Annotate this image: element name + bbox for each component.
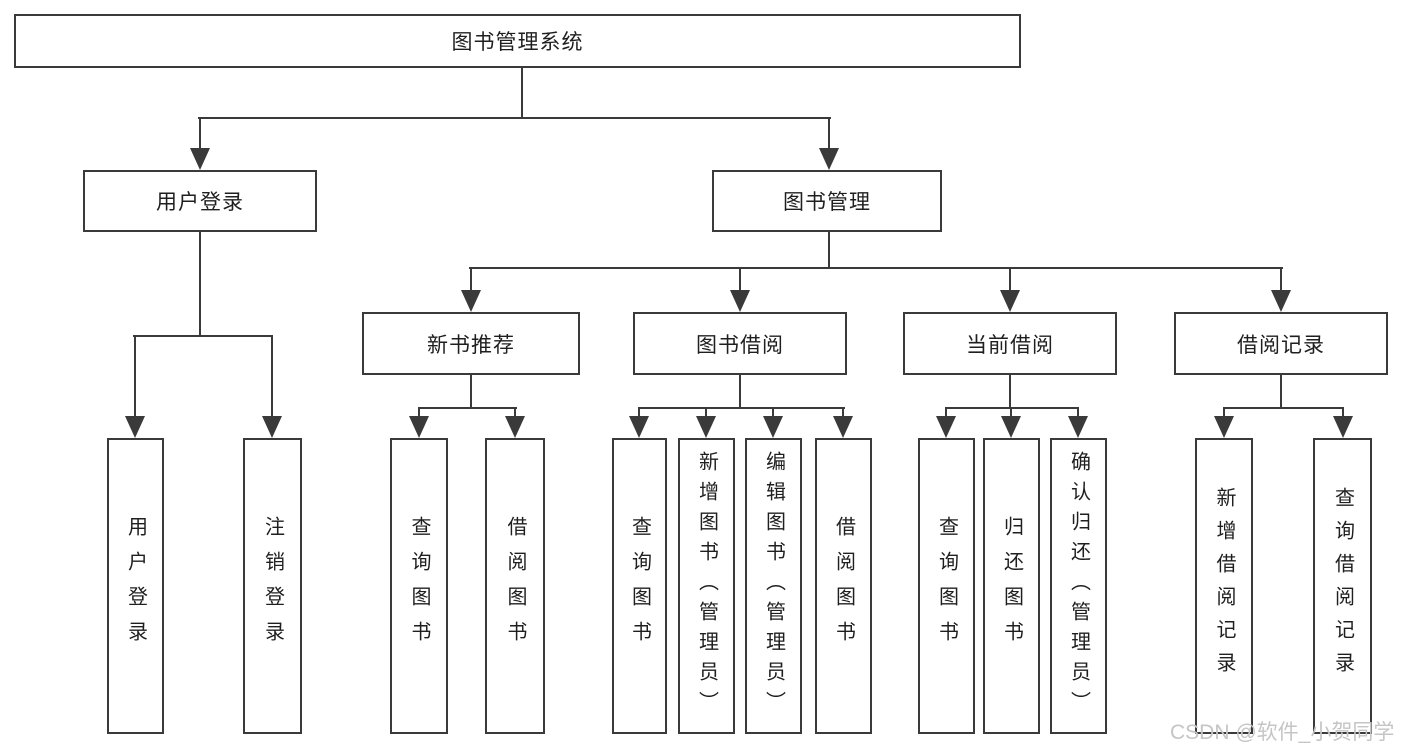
connector-line — [514, 409, 516, 419]
csdn-watermark: CSDN @软件_小贺同学 — [1170, 721, 1395, 744]
node-root-label: 图书管理系统 — [451, 31, 584, 54]
arrowhead-down-icon — [190, 148, 210, 170]
arrowhead-down-icon — [833, 416, 853, 438]
leaf-query-book-2-label: 查询图书 — [628, 516, 651, 656]
connector-line — [1010, 409, 1012, 419]
leaf-add-book-admin: 新增图书（管理员） — [678, 438, 735, 734]
arrowhead-down-icon — [1271, 290, 1291, 312]
leaf-add-borrow-record: 新增借阅记录 — [1195, 438, 1253, 734]
leaf-confirm-return-admin: 确认归还（管理员） — [1050, 438, 1107, 734]
connector-line — [418, 407, 517, 409]
leaf-return-book-label: 归还图书 — [1000, 516, 1023, 656]
connector-line — [418, 409, 420, 419]
arrowhead-down-icon — [409, 416, 429, 438]
connector-line — [134, 337, 136, 419]
arrowhead-down-icon — [1068, 416, 1088, 438]
connector-line — [1280, 375, 1282, 409]
connector-line — [828, 119, 830, 150]
leaf-query-book-1-label: 查询图书 — [408, 516, 430, 656]
connector-line — [469, 267, 1283, 269]
node-borrow-records-label: 借阅记录 — [1237, 333, 1325, 357]
connector-line — [638, 409, 640, 419]
leaf-logout: 注销登录 — [243, 438, 302, 734]
leaf-query-borrow-record-label: 查询借阅记录 — [1331, 487, 1354, 685]
leaf-edit-book-admin: 编辑图书（管理员） — [745, 438, 802, 734]
leaf-query-book-3-label: 查询图书 — [935, 516, 958, 656]
connector-line — [521, 68, 523, 119]
connector-line — [133, 335, 273, 337]
arrowhead-down-icon — [505, 416, 525, 438]
connector-line — [1009, 375, 1011, 409]
connector-line — [470, 375, 472, 409]
connector-line — [271, 337, 273, 419]
connector-line — [1223, 407, 1344, 409]
connector-line — [1223, 409, 1225, 419]
connector-line — [945, 407, 1079, 409]
arrowhead-down-icon — [763, 416, 783, 438]
leaf-add-book-admin-label: 新增图书（管理员） — [695, 451, 718, 721]
leaf-borrow-book-2: 借阅图书 — [815, 438, 872, 734]
leaf-query-book-2: 查询图书 — [612, 438, 667, 734]
leaf-confirm-return-admin-label: 确认归还（管理员） — [1067, 451, 1090, 721]
arrowhead-down-icon — [696, 416, 716, 438]
node-root: 图书管理系统 — [14, 14, 1021, 68]
leaf-add-borrow-record-label: 新增借阅记录 — [1213, 487, 1235, 685]
node-user-login-label: 用户登录 — [156, 191, 244, 214]
node-new-book-recommend: 新书推荐 — [362, 312, 580, 375]
arrowhead-down-icon — [262, 416, 282, 438]
connector-line — [828, 232, 830, 269]
connector-line — [470, 269, 472, 293]
node-book-borrow: 图书借阅 — [633, 312, 847, 375]
node-current-borrow-label: 当前借阅 — [966, 333, 1054, 357]
node-new-book-recommend-label: 新书推荐 — [427, 333, 515, 357]
connector-line — [739, 375, 741, 409]
arrowhead-down-icon — [1000, 290, 1020, 312]
leaf-user-login: 用户登录 — [107, 438, 164, 734]
arrowhead-down-icon — [819, 148, 839, 170]
leaf-query-borrow-record: 查询借阅记录 — [1313, 438, 1372, 734]
leaf-user-login-label: 用户登录 — [124, 516, 147, 656]
connector-line — [638, 407, 845, 409]
node-borrow-records: 借阅记录 — [1174, 312, 1388, 375]
node-book-borrow-label: 图书借阅 — [696, 333, 784, 357]
connector-line — [739, 269, 741, 293]
node-book-management: 图书管理 — [712, 170, 942, 232]
connector-line — [1280, 269, 1282, 293]
leaf-return-book: 归还图书 — [983, 438, 1040, 734]
leaf-borrow-book-1-label: 借阅图书 — [504, 516, 526, 656]
leaf-query-book-3: 查询图书 — [918, 438, 975, 734]
connector-line — [705, 409, 707, 419]
connector-line — [1077, 409, 1079, 419]
node-user-login: 用户登录 — [83, 170, 317, 232]
arrowhead-down-icon — [730, 290, 750, 312]
connector-line — [1342, 409, 1344, 419]
connector-line — [1009, 269, 1011, 293]
connector-line — [772, 409, 774, 419]
leaf-logout-label: 注销登录 — [261, 516, 284, 656]
leaf-borrow-book-1: 借阅图书 — [485, 438, 545, 734]
arrowhead-down-icon — [1214, 416, 1234, 438]
leaf-edit-book-admin-label: 编辑图书（管理员） — [762, 451, 785, 721]
arrowhead-down-icon — [125, 416, 145, 438]
connector-line — [842, 409, 844, 419]
connector-line — [199, 119, 201, 150]
arrowhead-down-icon — [936, 416, 956, 438]
arrowhead-down-icon — [1001, 416, 1021, 438]
node-book-management-label: 图书管理 — [783, 191, 871, 214]
arrowhead-down-icon — [461, 290, 481, 312]
connector-line — [199, 232, 201, 337]
connector-line — [198, 117, 831, 119]
arrowhead-down-icon — [629, 416, 649, 438]
node-current-borrow: 当前借阅 — [903, 312, 1117, 375]
arrowhead-down-icon — [1333, 416, 1353, 438]
leaf-borrow-book-2-label: 借阅图书 — [832, 516, 855, 656]
leaf-query-book-1: 查询图书 — [390, 438, 448, 734]
connector-line — [945, 409, 947, 419]
